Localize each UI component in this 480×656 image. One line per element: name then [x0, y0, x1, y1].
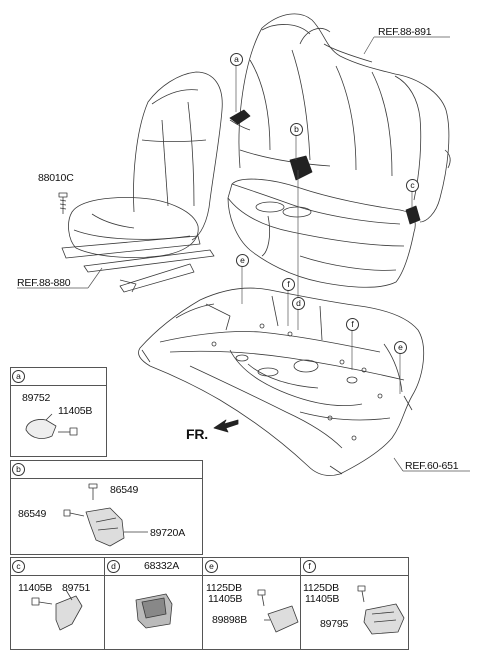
box-e-parts — [257, 589, 299, 633]
callout-c: c — [406, 179, 419, 192]
box-d-parts — [135, 593, 173, 629]
part-89795-label: 89795 — [320, 618, 349, 630]
box-b-header — [11, 461, 202, 479]
part-11405b-f-label: 11405B — [305, 593, 340, 605]
callout-a: a — [230, 53, 243, 66]
part-89898b-label: 89898B — [212, 614, 248, 626]
box-a-letter: a — [12, 370, 25, 383]
box-c-parts — [31, 589, 83, 631]
detail-box-f — [300, 557, 409, 650]
fr-arrow — [213, 419, 239, 433]
detail-box-c — [10, 557, 105, 650]
part-86549-top-label: 86549 — [110, 484, 139, 496]
callout-f-1: f — [282, 278, 295, 291]
ref-front-seat-label: REF.88-880 — [17, 277, 71, 289]
part-68332a-label: 68332A — [144, 560, 180, 572]
callout-d: d — [292, 297, 305, 310]
front-seat-drawing — [61, 71, 223, 293]
box-b-parts — [63, 483, 148, 547]
rear-seat-cushion-drawing — [227, 178, 416, 288]
detail-box-b — [10, 460, 203, 555]
box-a-parts — [25, 413, 78, 439]
part-86549-left-label: 86549 — [18, 508, 47, 520]
part-b-bracket — [289, 155, 313, 181]
box-c-letter: c — [12, 560, 25, 573]
callout-e-2: e — [394, 341, 407, 354]
front-direction-label: FR. — [186, 426, 208, 442]
part-11405b-e-label: 11405B — [208, 593, 243, 605]
rear-seat-back-drawing — [229, 13, 451, 223]
box-f-parts — [357, 585, 405, 635]
part-89751-label: 89751 — [62, 582, 91, 594]
box-f-letter: f — [303, 560, 316, 573]
callout-f-2: f — [346, 318, 359, 331]
ref-floor-label: REF.60-651 — [405, 460, 459, 472]
box-d-letter: d — [107, 560, 120, 573]
part-89752-label: 89752 — [22, 392, 51, 404]
part-89720a-label: 89720A — [150, 527, 186, 539]
part-a-bracket — [229, 109, 251, 125]
box-e-letter: e — [205, 560, 218, 573]
box-b-letter: b — [12, 463, 25, 476]
part-11405b-a-label: 11405B — [58, 405, 93, 417]
detail-box-a — [10, 367, 107, 457]
part-1125db-f-label: 1125DB — [303, 582, 339, 594]
callout-b: b — [290, 123, 303, 136]
floor-panel-drawing — [138, 287, 424, 476]
callout-e-1: e — [236, 254, 249, 267]
ref-seat-back-label: REF.88-891 — [378, 26, 432, 38]
part-c-bracket — [405, 205, 421, 225]
part-11405b-c-label: 11405B — [18, 582, 53, 594]
bolt-88010c — [58, 192, 68, 214]
part-88010c-label: 88010C — [38, 172, 74, 184]
part-1125db-e-label: 1125DB — [206, 582, 242, 594]
box-a-header — [11, 368, 106, 386]
